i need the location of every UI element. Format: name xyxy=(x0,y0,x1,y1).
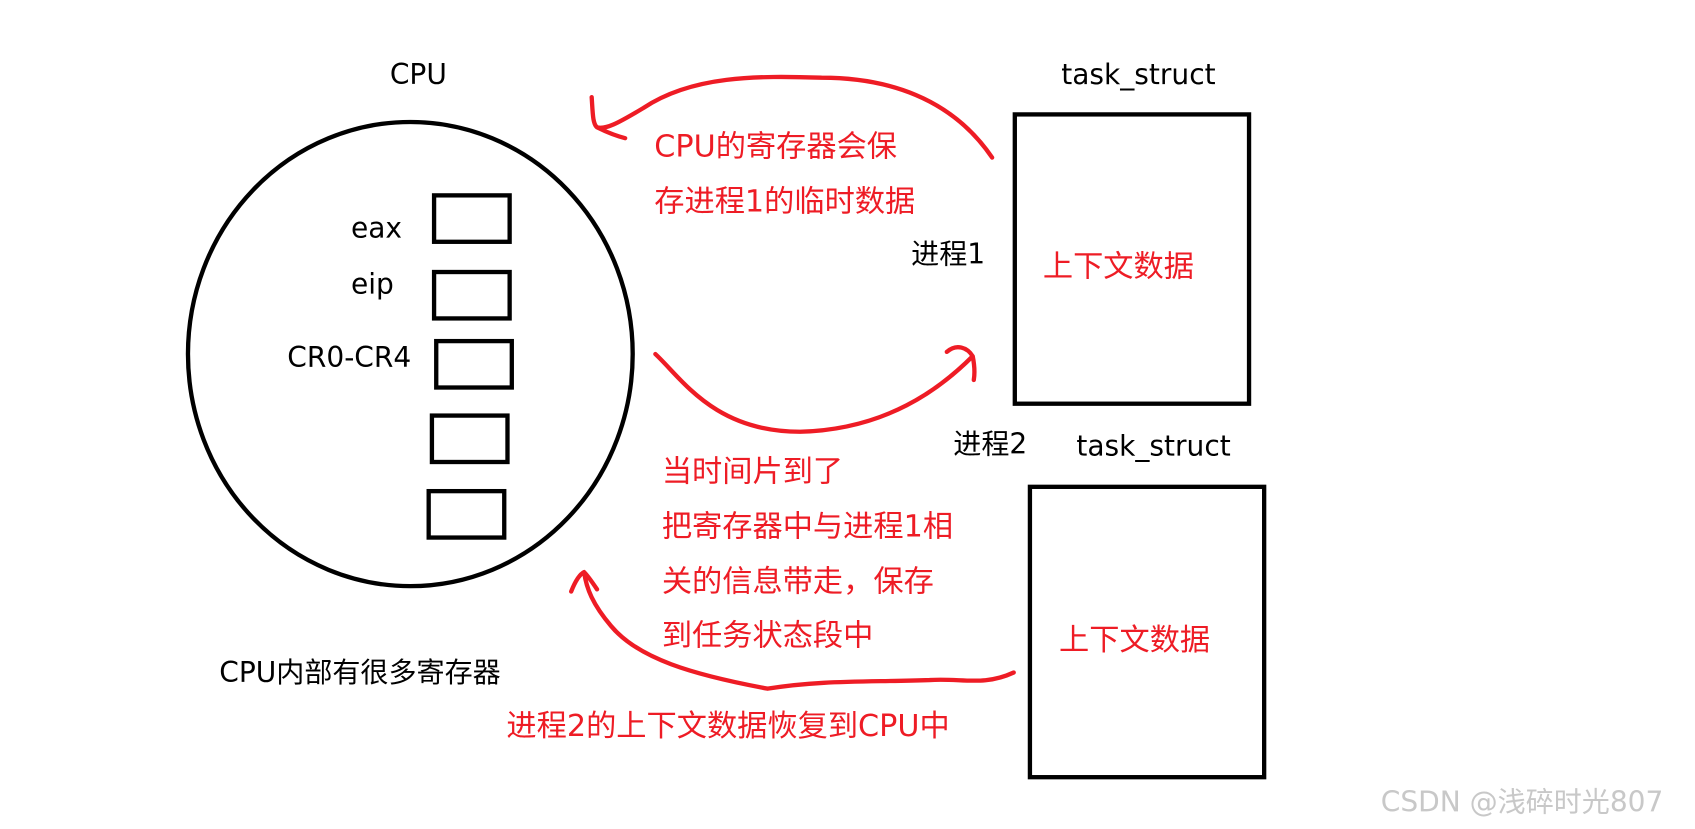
restore-note: 进程2的上下文数据恢复到CPU中 xyxy=(506,709,949,744)
register-label-eax: eax xyxy=(351,211,402,244)
register-label-cr: CR0-CR4 xyxy=(287,341,411,374)
process2-task-struct xyxy=(1027,484,1267,780)
restore-arrow xyxy=(569,569,1016,691)
cpu-title: CPU xyxy=(390,58,447,91)
process1-task-struct xyxy=(1012,112,1252,406)
cpu-ellipse xyxy=(185,119,635,589)
cpu-caption: CPU内部有很多寄存器 xyxy=(219,656,500,689)
register-box-4 xyxy=(429,413,510,465)
register-box-5 xyxy=(426,488,507,540)
register-box-cr xyxy=(434,338,514,390)
timeslice-note-line-2: 把寄存器中与进程1相 xyxy=(662,509,953,544)
timeslice-note-line-4: 到任务状态段中 xyxy=(662,618,874,653)
save-note-line-1: CPU的寄存器会保 xyxy=(654,130,897,165)
register-box-eax xyxy=(431,193,512,244)
save-arrow xyxy=(589,74,995,160)
register-label-eip: eip xyxy=(351,268,394,301)
timeslice-note-line-3: 关的信息带走，保存 xyxy=(662,565,934,600)
process2-header: task_struct xyxy=(1076,430,1230,463)
process1-label: 进程1 xyxy=(911,237,985,270)
process1-context: 上下文数据 xyxy=(1043,249,1194,284)
timeslice-arrow xyxy=(653,345,977,434)
process2-label: 进程2 xyxy=(953,427,1027,460)
process1-header: task_struct xyxy=(1061,58,1215,91)
timeslice-note-line-1: 当时间片到了 xyxy=(662,454,843,489)
save-note-line-2: 存进程1的临时数据 xyxy=(654,185,915,220)
register-box-eip xyxy=(431,269,512,321)
watermark: CSDN @浅碎时光807 xyxy=(1381,786,1664,819)
process2-context: 上下文数据 xyxy=(1059,623,1210,658)
